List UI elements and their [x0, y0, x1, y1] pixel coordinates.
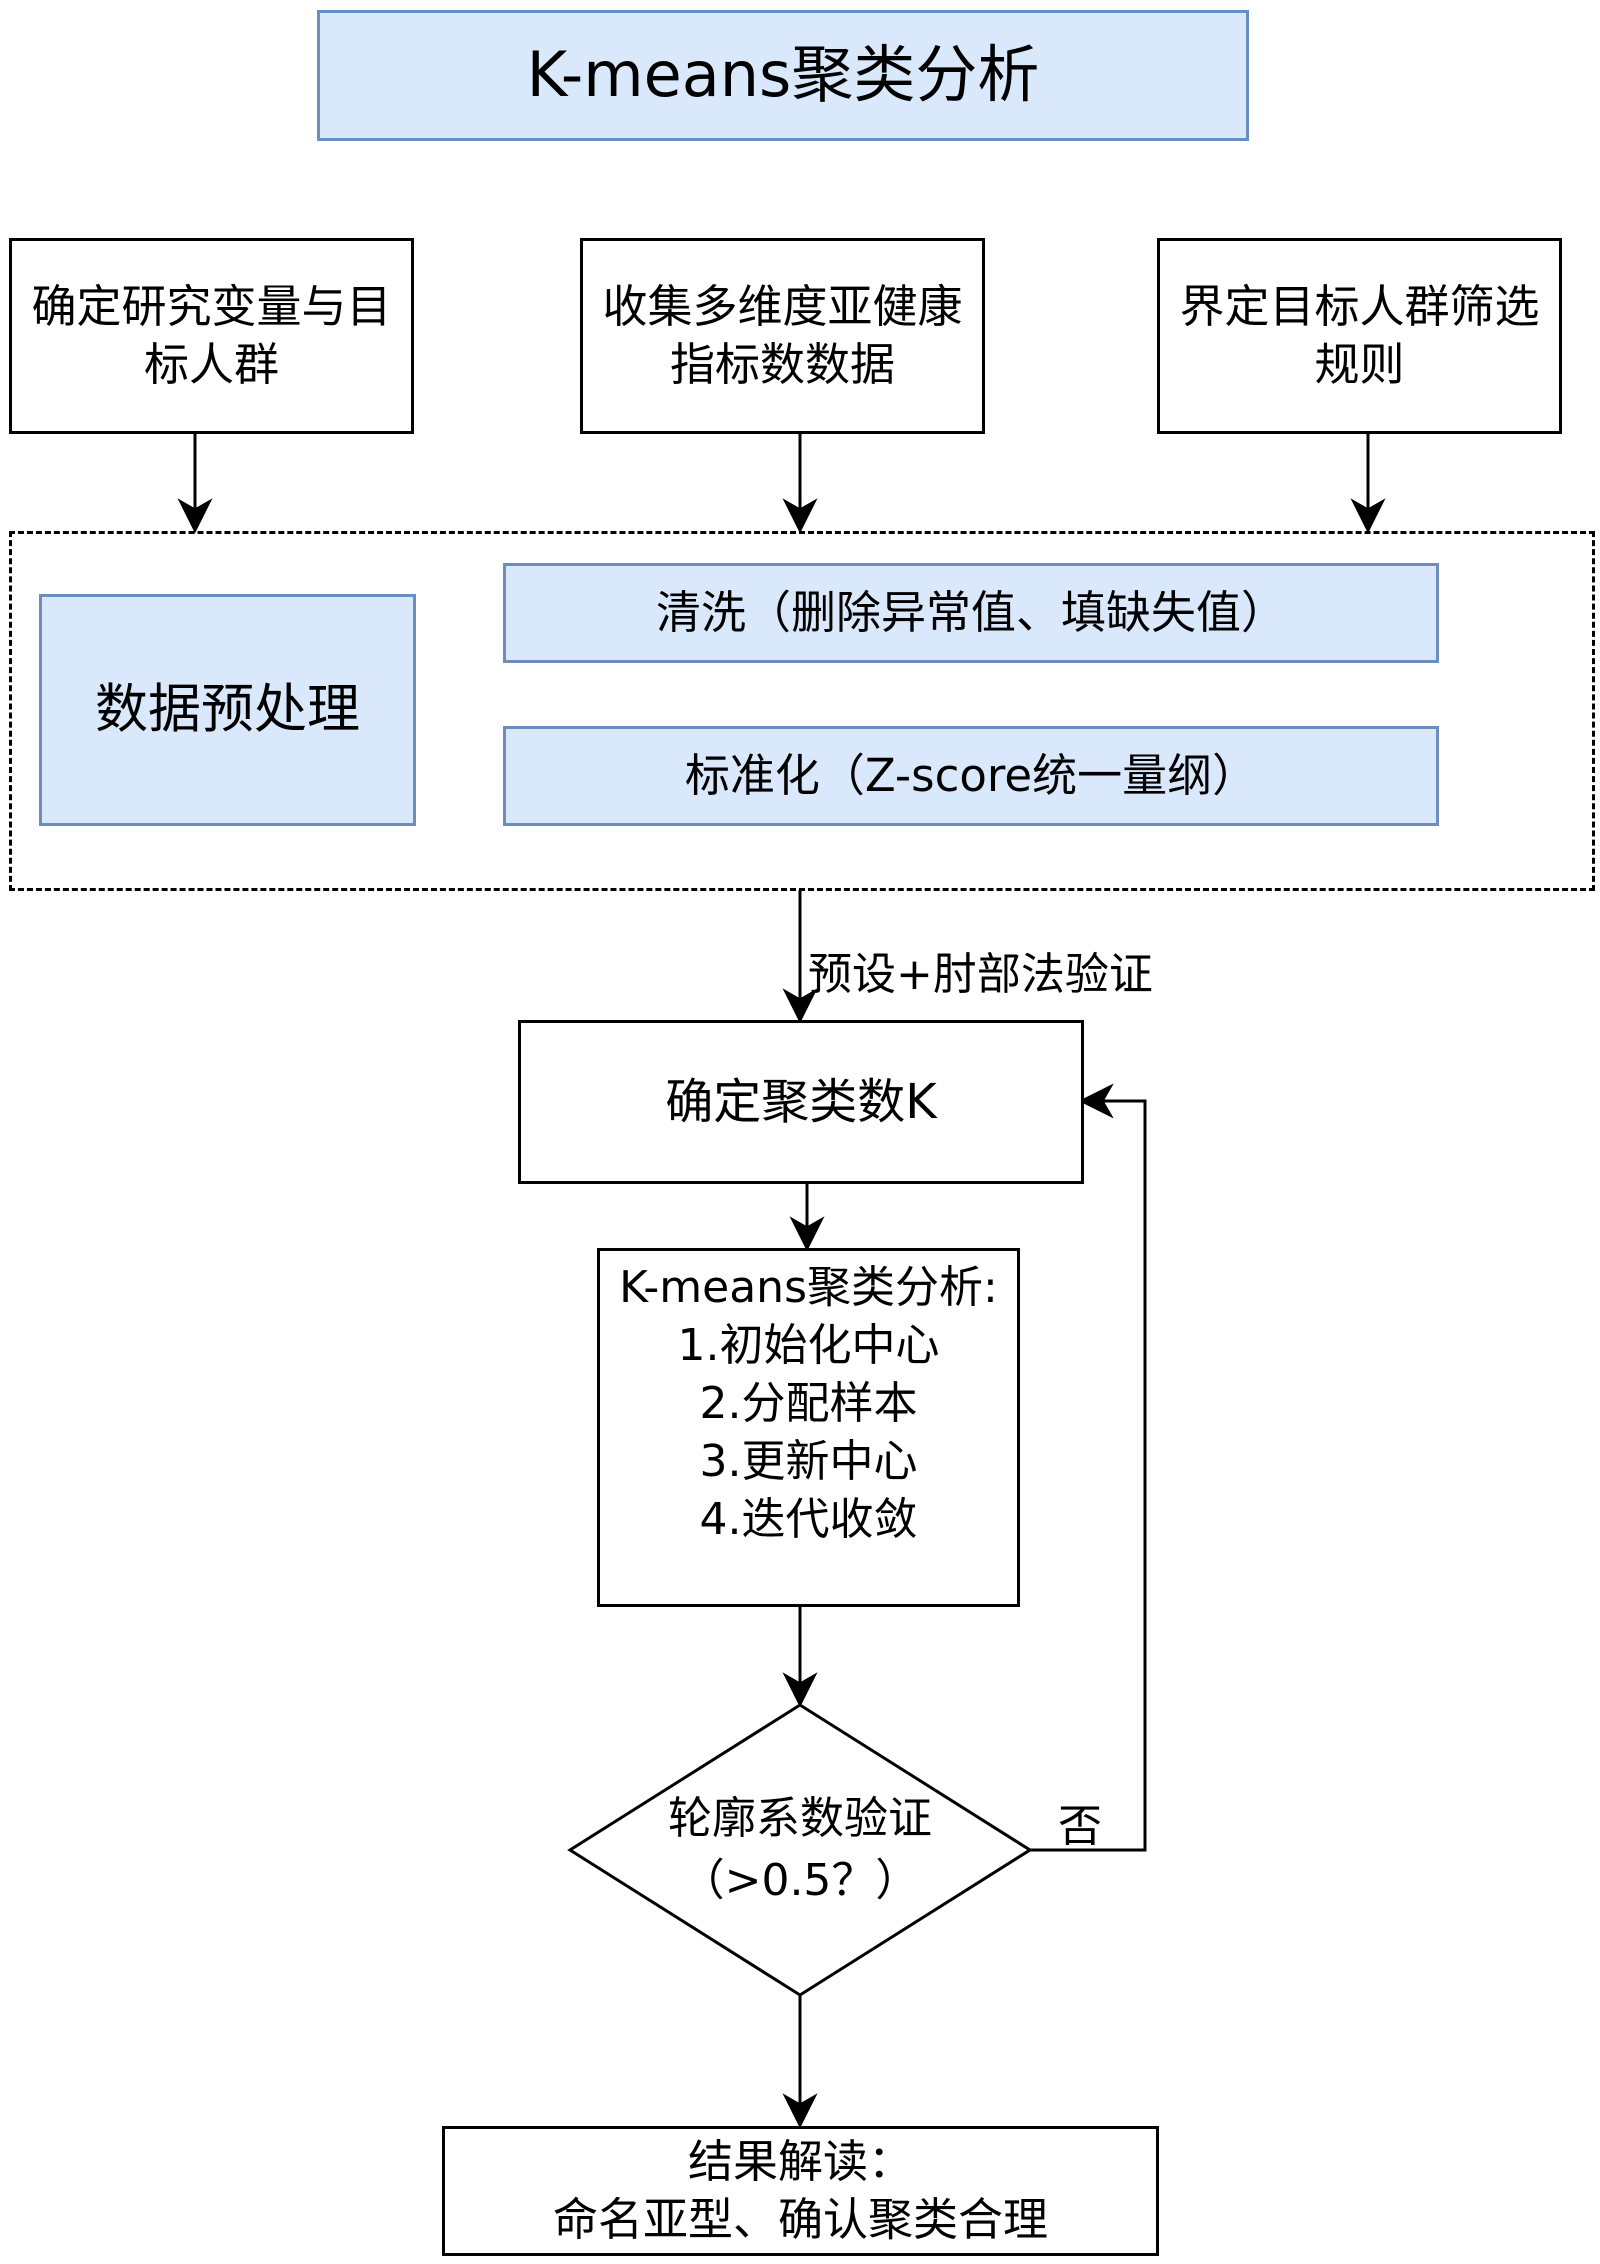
input-box-line-2: 标人群	[143, 338, 279, 391]
decision-line-1: 轮廓系数验证	[668, 1793, 932, 1845]
determine-k-box: 确定聚类数K	[518, 1020, 1084, 1184]
decision-diamond-shape	[567, 1703, 1033, 1997]
title-text: K-means聚类分析	[526, 38, 1040, 112]
standardize-step-text: 标准化（Z-score统一量纲）	[684, 748, 1258, 802]
preprocess-label-text: 数据预处理	[95, 678, 360, 740]
result-line-2: 命名亚型、确认聚类合理	[552, 2193, 1048, 2246]
arrowhead-preprocess-to-k	[782, 988, 818, 1024]
input-box-line-1: 收集多维度亚健康	[602, 279, 963, 333]
arrowhead-k-to-kmeans	[789, 1216, 825, 1252]
decision-line-2: （>0.5？）	[680, 1855, 920, 1906]
result-line-1: 结果解读：	[687, 2134, 913, 2188]
input-box-line-1: 确定研究变量与目	[31, 279, 392, 333]
kmeans-step-item: 2.分配样本	[699, 1378, 918, 1430]
arrowhead-input1	[177, 498, 213, 534]
input-box-research-variables: 确定研究变量与目 标人群	[9, 238, 414, 434]
input-box-line-2: 规则	[1314, 338, 1405, 391]
determine-k-text: 确定聚类数K	[665, 1073, 937, 1130]
arrowhead-no-loop	[1078, 1083, 1114, 1119]
kmeans-step-item: 3.更新中心	[699, 1436, 918, 1488]
kmeans-step-item: 4.迭代收敛	[699, 1494, 918, 1546]
arrow-no-loop-back	[1030, 1099, 1147, 1852]
standardize-step-box: 标准化（Z-score统一量纲）	[503, 726, 1439, 826]
preprocess-label-box: 数据预处理	[39, 594, 416, 826]
clean-step-box: 清洗（删除异常值、填缺失值）	[503, 563, 1439, 663]
input-box-line-1: 界定目标人群筛选	[1179, 279, 1540, 333]
title-box: K-means聚类分析	[317, 10, 1249, 141]
kmeans-steps-header: K-means聚类分析:	[619, 1262, 998, 1313]
result-box: 结果解读： 命名亚型、确认聚类合理	[442, 2126, 1159, 2256]
edge-label-no: 否	[1058, 1801, 1102, 1852]
arrowhead-decision-to-result	[782, 2093, 818, 2129]
kmeans-step-item: 1.初始化中心	[677, 1320, 940, 1372]
clean-step-text: 清洗（删除异常值、填缺失值）	[655, 585, 1286, 639]
input-box-collect-data: 收集多维度亚健康 指标数数据	[580, 238, 985, 434]
arrowhead-input2	[782, 498, 818, 534]
edge-label-preset-elbow: 预设+肘部法验证	[808, 949, 1153, 1000]
arrowhead-kmeans-to-decision	[782, 1672, 818, 1708]
arrowhead-input3	[1350, 498, 1386, 534]
input-box-line-2: 指标数数据	[669, 338, 895, 391]
kmeans-steps-box: K-means聚类分析: 1.初始化中心 2.分配样本 3.更新中心 4.迭代收…	[597, 1248, 1020, 1607]
decision-text: 轮廓系数验证 （>0.5？）	[620, 1775, 980, 1925]
preprocess-group	[9, 531, 1595, 891]
input-box-screening-rules: 界定目标人群筛选 规则	[1157, 238, 1562, 434]
